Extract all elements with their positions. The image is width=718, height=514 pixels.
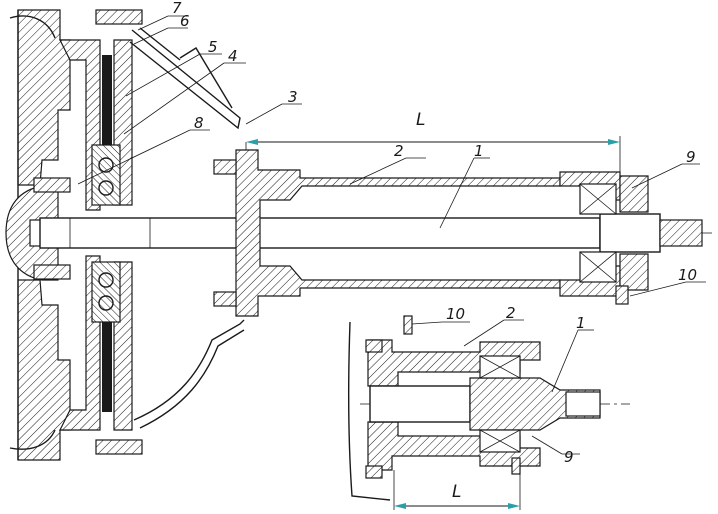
callout-10: 10 [678,266,697,284]
main-dimension [245,136,621,172]
callout-5: 5 [208,38,218,56]
callout-1: 1 [474,142,484,160]
dimension-label-detail: L [452,482,461,502]
callout-2: 2 [394,142,404,160]
bell-housing [129,29,245,429]
main-assembly [5,9,712,461]
callout-9: 9 [686,148,696,166]
callout-4: 4 [228,47,238,65]
callout-8: 8 [194,114,204,132]
detail-callout-2: 2 [506,304,516,322]
main-shaft [39,213,703,253]
detail-view [347,315,630,510]
detail-dimension [393,466,521,510]
callout-7: 7 [172,0,182,17]
leader-lines [77,15,706,455]
tube-housing [213,149,649,317]
clutch-pack [59,9,181,455]
callout-6: 6 [180,12,190,30]
detail-callout-1: 1 [576,314,586,332]
detail-callout-9: 9 [564,448,574,466]
callout-3: 3 [288,88,298,106]
callout-labels: 7 6 5 4 3 8 2 1 9 10 L 10 2 1 9 L [172,0,697,502]
detail-callout-10: 10 [446,305,465,323]
dimension-label-main: L [416,110,425,130]
